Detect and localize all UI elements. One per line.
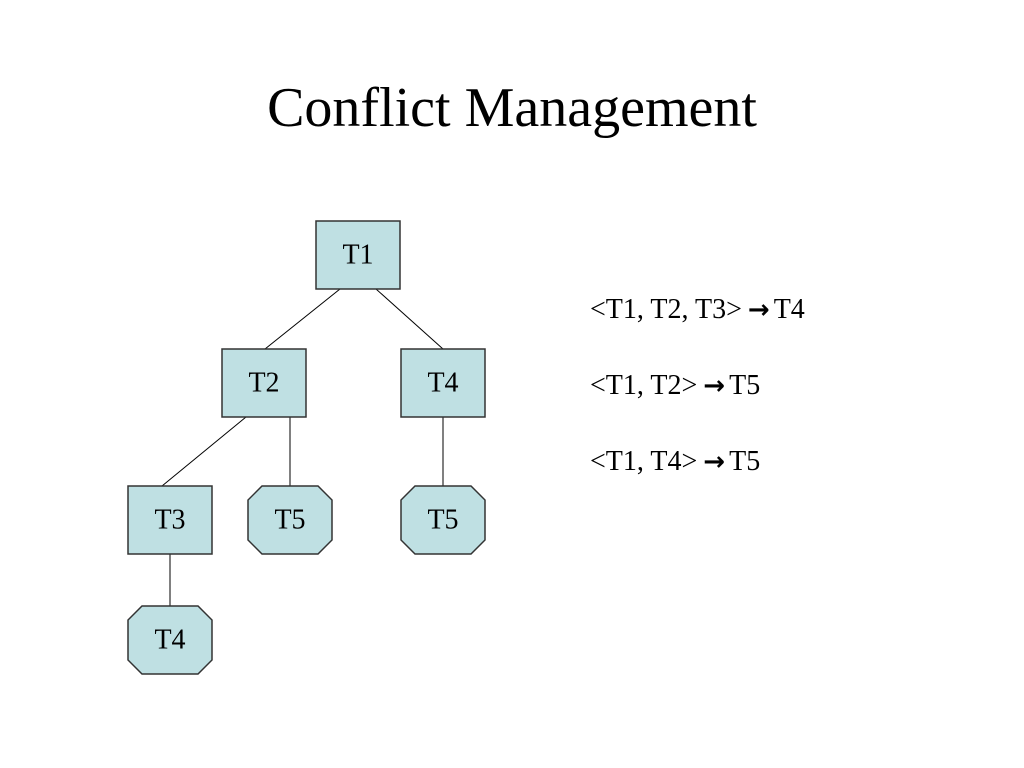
rule-lhs: <T1, T4> — [590, 446, 698, 477]
octagon-node-shape — [400, 485, 486, 555]
node-label: T3 — [154, 505, 185, 536]
arrow-icon: → — [703, 447, 726, 477]
rectangle-node-shape — [221, 348, 307, 418]
arrow-icon: → — [747, 295, 770, 325]
rule-rhs: T4 — [773, 294, 805, 325]
rule-rhs: T5 — [729, 446, 761, 477]
tree-node: T4 — [400, 348, 486, 418]
tree-node: T2 — [221, 348, 307, 418]
tree-edge — [375, 288, 444, 350]
octagon-node-shape — [247, 485, 333, 555]
rectangle-node-shape — [127, 485, 213, 555]
tree-node: T4 — [127, 605, 213, 675]
rule-lhs: <T1, T2, T3> — [590, 294, 742, 325]
octagon-node-shape — [127, 605, 213, 675]
node-label: T5 — [274, 505, 305, 536]
node-label: T4 — [154, 625, 185, 656]
node-label: T1 — [342, 240, 373, 271]
arrow-icon: → — [703, 371, 726, 401]
rule-list: <T1, T2, T3>→T4 <T1, T2>→T5 <T1, T4>→T5 — [590, 290, 1010, 518]
tree-node: T5 — [247, 485, 333, 555]
tree-edges — [161, 288, 444, 606]
tree-edge — [161, 416, 247, 487]
tree-node: T3 — [127, 485, 213, 555]
rectangle-node-shape — [315, 220, 401, 290]
node-label: T5 — [427, 505, 458, 536]
node-label: T2 — [248, 368, 279, 399]
rectangle-node-shape — [400, 348, 486, 418]
rule-rhs: T5 — [729, 370, 761, 401]
rule-item: <T1, T4>→T5 — [590, 442, 1010, 482]
tree-edge — [264, 288, 341, 350]
rule-lhs: <T1, T2> — [590, 370, 698, 401]
node-label: T4 — [427, 368, 458, 399]
rule-item: <T1, T2, T3>→T4 — [590, 290, 1010, 330]
slide-title: Conflict Management — [267, 77, 757, 139]
rule-item: <T1, T2>→T5 — [590, 366, 1010, 406]
tree-node: T5 — [400, 485, 486, 555]
tree-node: T1 — [315, 220, 401, 290]
